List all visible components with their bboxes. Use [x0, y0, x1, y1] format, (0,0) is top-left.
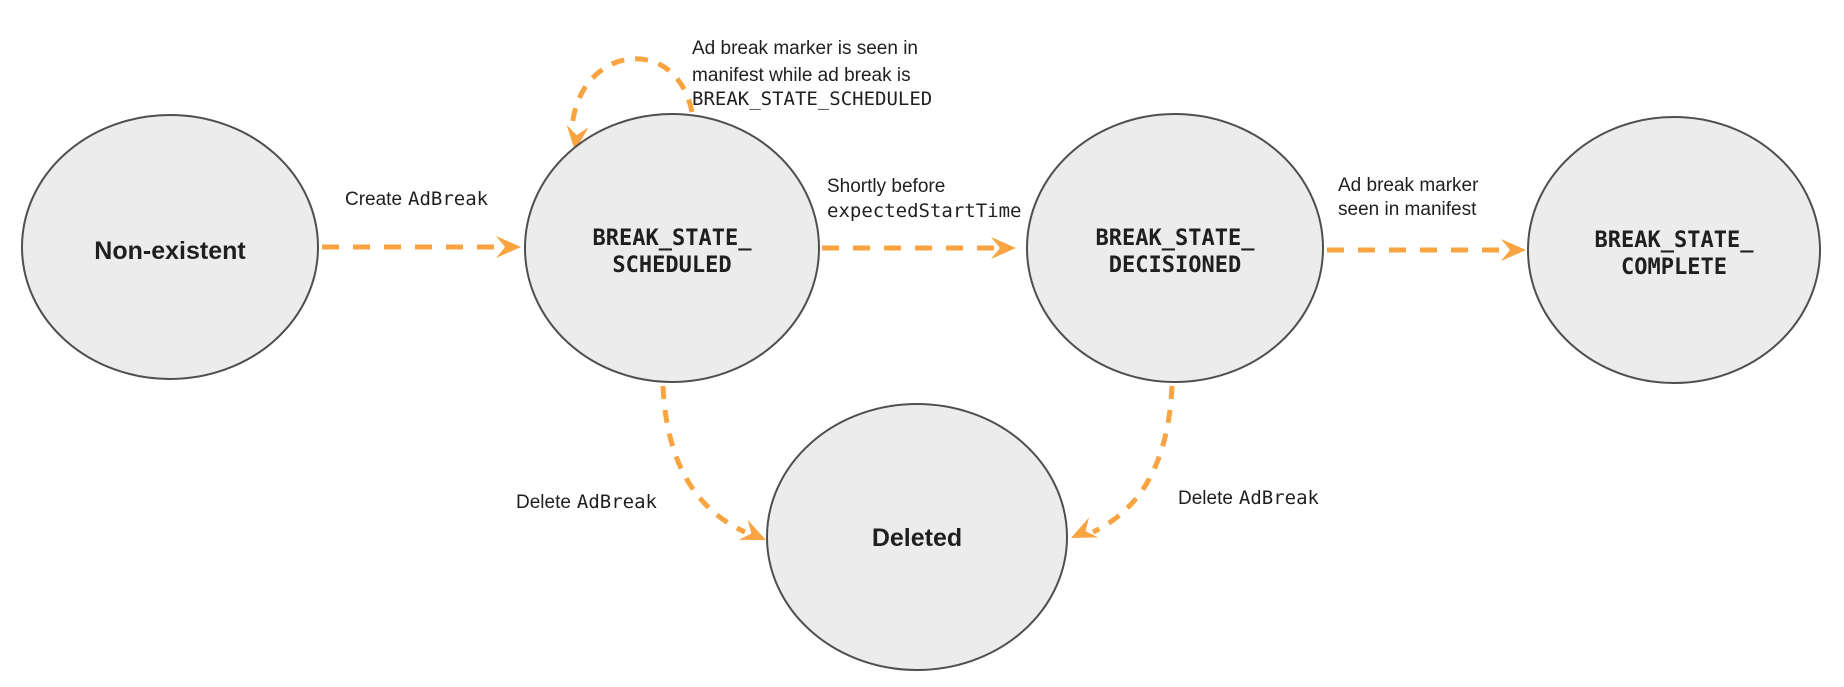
arrowhead-icon: [1071, 517, 1099, 538]
nodes: [21, 113, 1821, 671]
state-label-decisioned-line2: DECISIONED: [1109, 253, 1241, 278]
state-node-non-existent: [21, 114, 319, 380]
arrowhead-icon: [496, 236, 521, 258]
edge-label-self-loop-line1: Ad break marker is seen in: [692, 38, 918, 59]
node-labels: Non-existent BREAK_STATE_ SCHEDULED BREA…: [94, 226, 1754, 552]
edge-label-expected-start-time: expectedStartTime: [827, 200, 1021, 222]
state-label-scheduled-line1: BREAK_STATE_: [593, 226, 753, 251]
edge-label-self-loop-line2: manifest while ad break is: [692, 65, 911, 86]
edge-self-loop: [569, 56, 695, 129]
state-label-complete-line1: BREAK_STATE_: [1595, 228, 1755, 253]
edge-label-shortly-before: Shortly before: [827, 176, 945, 197]
state-node-complete: [1527, 116, 1821, 384]
state-node-deleted: [766, 403, 1068, 671]
edge-label-marker-seen-line1: Ad break marker: [1338, 175, 1479, 196]
state-label-complete-line2: COMPLETE: [1621, 255, 1727, 280]
state-label-non-existent: Non-existent: [94, 237, 246, 265]
state-label-scheduled-line2: SCHEDULED: [612, 253, 731, 278]
edge-delete-from-decisioned: [1091, 385, 1175, 535]
arrowhead-icon: [738, 519, 766, 540]
state-node-scheduled: [524, 113, 820, 383]
arrowhead-icon: [991, 237, 1016, 259]
edge-label-self-loop-line3: BREAK_STATE_SCHEDULED: [692, 88, 932, 110]
edges: [322, 56, 1526, 540]
edge-delete-from-scheduled: [660, 385, 747, 535]
arrowhead-icon: [1501, 239, 1526, 261]
edge-label-marker-seen-line2: seen in manifest: [1338, 199, 1477, 220]
state-label-deleted: Deleted: [872, 524, 962, 552]
arrowhead-icon: [566, 124, 589, 151]
state-label-decisioned-line1: BREAK_STATE_: [1096, 226, 1256, 251]
state-node-decisioned: [1026, 113, 1324, 383]
